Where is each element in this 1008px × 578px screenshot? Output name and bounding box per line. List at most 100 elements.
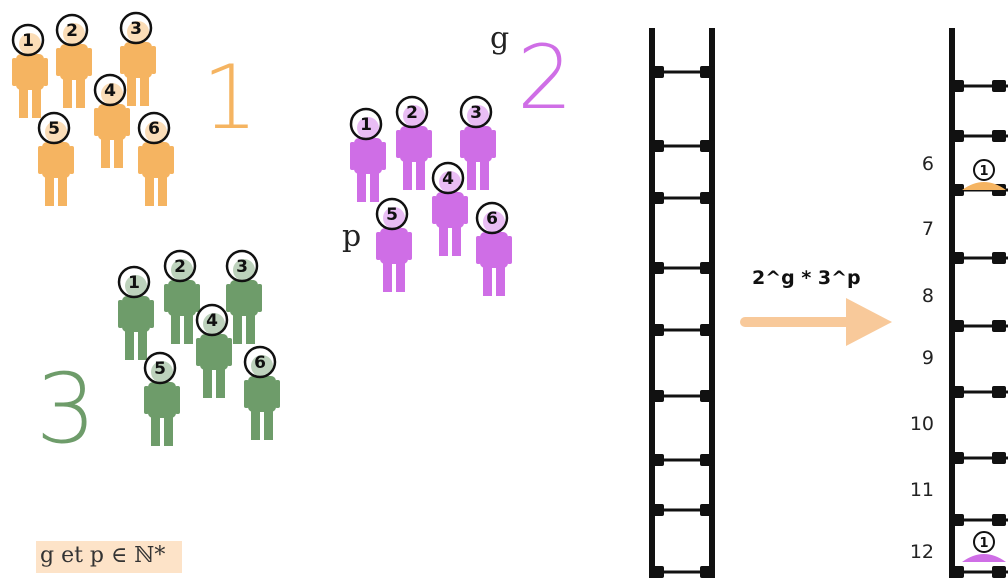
mapping-arrow [740, 298, 892, 346]
ladder-rail [649, 28, 655, 578]
occupant-marker: 1 [962, 159, 1006, 190]
ladder-rung [650, 66, 714, 78]
ladder-rung [950, 320, 1008, 332]
ladder-rung [950, 80, 1008, 92]
ladder-rail [949, 28, 955, 578]
person-3: 3 [459, 95, 496, 190]
svg-text:5: 5 [154, 359, 166, 379]
person-badge: 2 [395, 95, 429, 129]
person-badge: 1 [11, 23, 45, 57]
svg-text:1: 1 [22, 31, 34, 51]
ladder-rung [950, 252, 1008, 264]
person-2: 2 [163, 249, 200, 344]
svg-text:1: 1 [979, 164, 988, 179]
svg-text:6: 6 [148, 119, 160, 139]
rung-label-6: 6 [922, 153, 934, 175]
ladder-rung [950, 386, 1008, 398]
person-badge: 6 [137, 111, 171, 145]
svg-text:4: 4 [206, 311, 218, 331]
ladder-rung [650, 566, 714, 578]
group-2: 1 2 3 4 5 6 [349, 95, 512, 296]
variable-p-label: p [342, 219, 361, 254]
ladder-rung [650, 390, 714, 402]
person-badge: 4 [431, 161, 465, 195]
svg-text:2: 2 [174, 257, 186, 277]
person-badge: 5 [37, 111, 71, 145]
left-ladder [649, 28, 715, 578]
person-badge: 3 [225, 249, 259, 283]
svg-text:2: 2 [406, 103, 418, 123]
group-2-number: 2 [517, 26, 573, 129]
ladder-rung [650, 504, 714, 516]
person-5: 5 [375, 197, 412, 292]
svg-text:6: 6 [486, 209, 498, 229]
rung-label-9: 9 [922, 347, 934, 369]
person-badge: 3 [119, 11, 153, 45]
occupant-marker: 1 [962, 531, 1006, 562]
ladder-rung [650, 192, 714, 204]
ladder-rung [950, 130, 1008, 142]
ladder-rung [650, 262, 714, 274]
person-badge: 4 [93, 73, 127, 107]
rung-label-12: 12 [910, 541, 934, 563]
person-badge: 5 [143, 351, 177, 385]
person-1: 1 [117, 265, 154, 360]
person-badge: 6 [475, 201, 509, 235]
ladder-rail [709, 28, 715, 578]
person-badge: 4 [195, 303, 229, 337]
person-6: 6 [475, 201, 512, 296]
person-4: 4 [195, 303, 232, 398]
svg-text:1: 1 [979, 536, 988, 551]
right-ladder [949, 28, 1008, 578]
person-badge: 1 [117, 265, 151, 299]
svg-text:3: 3 [130, 19, 142, 39]
ladder-rung [950, 514, 1008, 526]
person-badge: 3 [459, 95, 493, 129]
note-text: g et p ∈ ℕ* [40, 543, 166, 568]
person-4: 4 [431, 161, 468, 256]
person-badge: 2 [55, 13, 89, 47]
rung-label-10: 10 [910, 413, 934, 435]
rung-label-8: 8 [922, 285, 934, 307]
rung-label-11: 11 [910, 479, 934, 501]
person-badge: 5 [375, 197, 409, 231]
group-1-number: 1 [202, 46, 258, 149]
person-3: 3 [119, 11, 156, 106]
person-5: 5 [143, 351, 180, 446]
person-1: 1 [11, 23, 48, 118]
ladder-rung [650, 140, 714, 152]
person-6: 6 [243, 345, 280, 440]
person-1: 1 [349, 107, 386, 202]
ladder-rung [950, 566, 1008, 578]
person-badge: 1 [349, 107, 383, 141]
group-3: 1 2 3 4 5 6 [117, 249, 280, 446]
person-2: 2 [55, 13, 92, 108]
svg-text:3: 3 [236, 257, 248, 277]
svg-text:1: 1 [360, 115, 372, 135]
svg-text:2: 2 [66, 21, 78, 41]
svg-text:4: 4 [104, 81, 116, 101]
group-1: 1 2 3 4 5 6 [11, 11, 174, 206]
person-badge: 2 [163, 249, 197, 283]
ladder-rung [650, 324, 714, 336]
person-5: 5 [37, 111, 74, 206]
rung-label-7: 7 [922, 218, 934, 240]
person-badge: 6 [243, 345, 277, 379]
variable-g-label: g [490, 21, 509, 56]
svg-text:5: 5 [386, 205, 398, 225]
svg-text:1: 1 [128, 273, 140, 293]
person-3: 3 [225, 249, 262, 344]
ladder-rung [650, 454, 714, 466]
group-3-number: 3 [35, 353, 96, 465]
ladder-rung [950, 452, 1008, 464]
person-2: 2 [395, 95, 432, 190]
svg-text:5: 5 [48, 119, 60, 139]
svg-text:4: 4 [442, 169, 454, 189]
svg-text:6: 6 [254, 353, 266, 373]
formula-label: 2^g * 3^p [752, 267, 861, 289]
svg-text:3: 3 [470, 103, 482, 123]
note-highlight [36, 541, 182, 573]
person-4: 4 [93, 73, 130, 168]
person-6: 6 [137, 111, 174, 206]
